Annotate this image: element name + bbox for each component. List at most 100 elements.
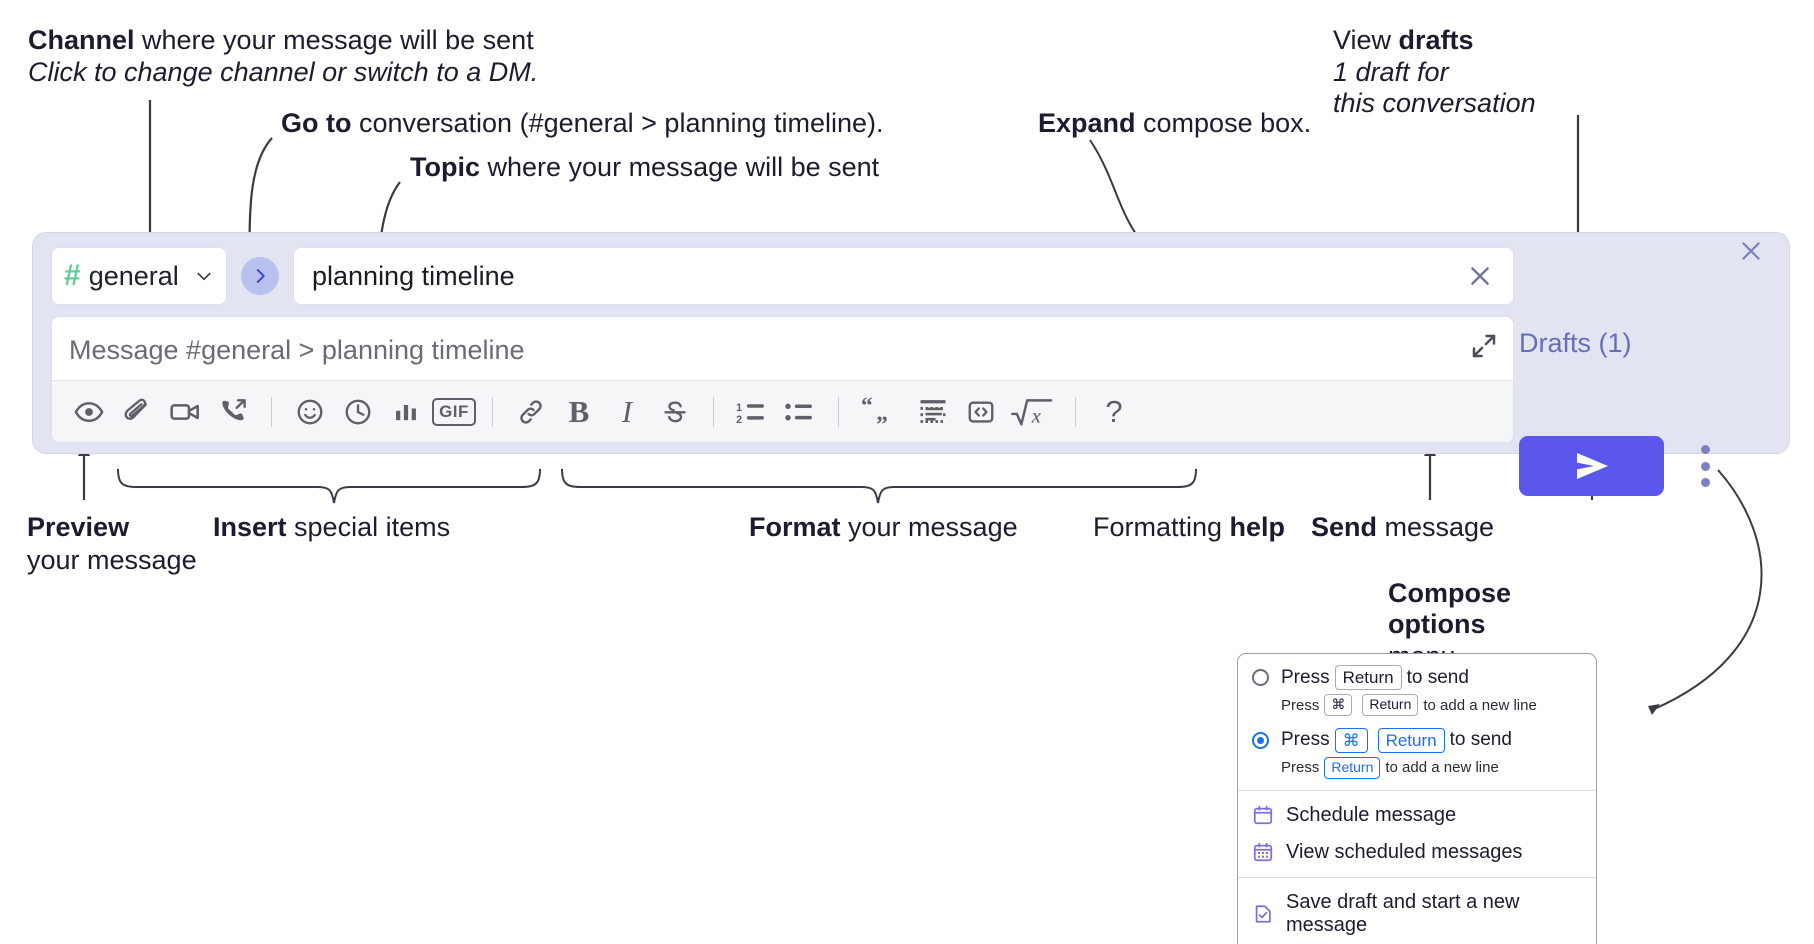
more-vertical-icon — [1700, 461, 1710, 471]
menu-divider — [1238, 789, 1596, 791]
annotation-preview-bold: Preview — [27, 512, 130, 542]
video-clip-button[interactable] — [161, 390, 209, 434]
calendar-icon — [1253, 805, 1273, 825]
key-command: ⌘ — [1324, 694, 1353, 716]
help-icon: ? — [1105, 393, 1123, 429]
menu-item-view-scheduled[interactable]: View scheduled messages — [1238, 834, 1596, 871]
annotation-send-rest: message — [1377, 512, 1495, 542]
annotation-insert-bold: Insert — [213, 512, 287, 542]
file-check-icon — [1255, 904, 1271, 923]
reminder-button[interactable] — [334, 390, 382, 434]
bold-button[interactable]: B — [555, 390, 603, 434]
send-shortcut-options: Press Return to send Press ⌘ Return to a… — [1238, 654, 1596, 790]
ordered-list-icon: 1 2 — [736, 401, 764, 425]
radio-return[interactable] — [1252, 669, 1269, 687]
annotation-format-bold: Format — [749, 512, 841, 542]
message-input-box[interactable]: Message #general > planning timeline — [51, 316, 1514, 443]
annotation-insert: Insert special items — [213, 509, 450, 545]
annotation-preview: Preview — [27, 509, 129, 545]
ordered-list-button[interactable]: 1 2 — [728, 390, 776, 434]
annotation-format-rest: your message — [840, 512, 1018, 542]
emoji-button[interactable] — [286, 390, 334, 434]
radio-cmd-return[interactable] — [1252, 731, 1269, 749]
strikethrough-icon — [664, 400, 686, 422]
send-option-cmd-prefix: Press — [1281, 729, 1330, 751]
svg-text:2: 2 — [736, 413, 742, 425]
annotation-topic-bold: Topic — [410, 152, 480, 182]
toolbar-separator — [1075, 396, 1076, 427]
bulleted-list-icon — [785, 403, 812, 420]
gif-button[interactable]: GIF — [430, 390, 478, 434]
toolbar-separator — [271, 396, 272, 427]
blockquote-button[interactable]: “ „ — [853, 390, 909, 434]
compose-options-button[interactable] — [1692, 445, 1718, 487]
link-icon — [520, 399, 542, 424]
goto-conversation-button[interactable] — [241, 257, 279, 295]
topic-clear-button[interactable] — [1463, 259, 1497, 293]
annotation-compose-options-line1: Compose — [1388, 578, 1512, 608]
annotation-help-bold: help — [1229, 512, 1286, 542]
formatting-help-button[interactable]: ? — [1090, 390, 1138, 434]
key-return: Return — [1377, 727, 1445, 753]
attachment-button[interactable] — [113, 390, 161, 434]
annotation-drafts-sub1: 1 draft for — [1333, 54, 1449, 90]
send-option-return-sub: Press ⌘ Return to add a new line — [1238, 691, 1596, 719]
send-option-cmd-sub: Press Return to add a new line — [1238, 754, 1596, 782]
preview-button[interactable] — [65, 390, 113, 434]
poll-button[interactable] — [382, 390, 430, 434]
code-icon — [968, 400, 994, 423]
toolbar-separator — [492, 396, 493, 427]
sub-suffix: to add a new line — [1423, 696, 1537, 714]
bulleted-list-button[interactable] — [776, 390, 824, 434]
preview-icon — [74, 401, 104, 422]
math-button[interactable]: x — [1005, 390, 1061, 434]
menu-item-save-draft[interactable]: Save draft and start a new message — [1238, 884, 1596, 944]
annotation-send: Send message — [1311, 509, 1494, 545]
key-return: Return — [1324, 757, 1381, 779]
key-return: Return — [1362, 694, 1419, 716]
code-block-button[interactable] — [909, 390, 957, 434]
send-option-cmd-return[interactable]: Press ⌘ Return to send — [1238, 727, 1596, 754]
audio-clip-button[interactable] — [209, 390, 257, 434]
annotation-channel-bold: Channel — [28, 25, 135, 55]
svg-text:1: 1 — [736, 401, 742, 413]
menu-item-schedule-message[interactable]: Schedule message — [1238, 797, 1596, 834]
chevron-right-icon — [256, 269, 265, 283]
message-placeholder: Message #general > planning timeline — [69, 335, 525, 365]
annotation-help: Formatting help — [1093, 509, 1285, 545]
sub-prefix: Press — [1281, 759, 1320, 777]
annotation-compose-options-l1: Compose — [1388, 575, 1511, 611]
menu-item-label: Schedule message — [1286, 803, 1457, 826]
annotation-goto: Go to conversation (#general > planning … — [281, 105, 884, 141]
chevron-down-icon — [197, 272, 211, 281]
send-option-return-prefix: Press — [1281, 666, 1330, 688]
compose-options-menu: Press Return to send Press ⌘ Return to a… — [1237, 653, 1597, 944]
annotation-channel-sub: Click to change channel or switch to a D… — [28, 54, 538, 90]
drafts-link[interactable]: Drafts (1) — [1519, 328, 1632, 358]
topic-field[interactable]: planning timeline — [293, 247, 1514, 305]
svg-text:“: “ — [861, 397, 873, 419]
expand-compose-button[interactable] — [1469, 331, 1499, 361]
topic-value: planning timeline — [312, 260, 515, 291]
hash-icon: # — [64, 259, 81, 292]
channel-select[interactable]: # general — [51, 247, 227, 305]
link-button[interactable] — [507, 390, 555, 434]
send-icon — [1576, 453, 1608, 479]
italic-button[interactable]: I — [603, 390, 651, 434]
panel-close-button[interactable] — [1734, 234, 1768, 268]
annotation-drafts-italic2: this conversation — [1333, 88, 1536, 118]
code-button[interactable] — [957, 390, 1005, 434]
annotation-drafts-italic1: 1 draft for — [1333, 57, 1449, 87]
send-message-button[interactable] — [1519, 436, 1664, 496]
toolbar-separator — [838, 396, 839, 427]
key-return: Return — [1334, 665, 1402, 691]
italic-icon: I — [621, 393, 633, 429]
bold-icon: B — [568, 393, 590, 429]
annotation-topic-rest: where your message will be sent — [480, 152, 880, 182]
strikethrough-button[interactable] — [651, 390, 699, 434]
send-option-return[interactable]: Press Return to send — [1238, 664, 1596, 691]
annotation-help-prefix: Formatting — [1093, 512, 1230, 542]
annotation-goto-bold: Go to — [281, 108, 352, 138]
annotation-preview-sub: your message — [27, 542, 197, 578]
expand-icon — [1472, 334, 1496, 358]
